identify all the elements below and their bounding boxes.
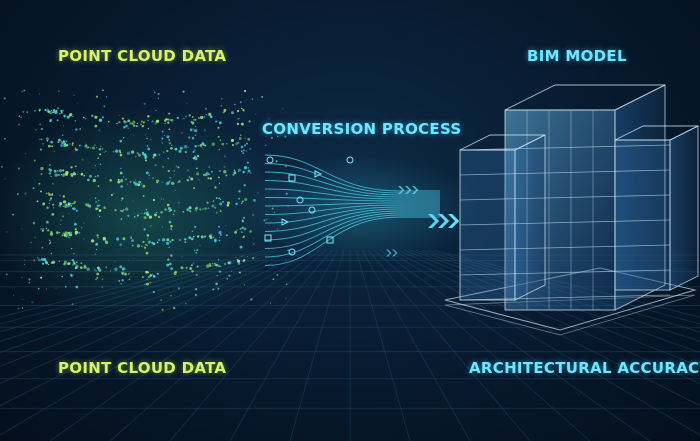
point-cloud-building [0, 89, 290, 311]
node-square-icon [288, 174, 296, 182]
conversion-flow-lines [264, 154, 440, 266]
chevron-right-icon [386, 186, 460, 257]
node-triangle-icon [281, 218, 290, 226]
flow-glow [240, 155, 480, 265]
node-circle-icon [288, 248, 296, 256]
architectural-accuracy-caption: ARCHITECTURAL ACCURACY [469, 359, 700, 377]
conversion-process-title: CONVERSION PROCESS [262, 120, 462, 138]
point-cloud-caption: POINT CLOUD DATA [58, 359, 227, 377]
node-triangle-icon [314, 170, 323, 178]
node-circle-icon [308, 206, 316, 214]
node-square-icon [326, 236, 334, 244]
point-cloud-title: POINT CLOUD DATA [58, 47, 227, 65]
node-circle-icon [296, 196, 304, 204]
point-cloud-glow [0, 105, 290, 325]
node-square-icon [264, 234, 272, 242]
bim-model-building [444, 84, 699, 336]
node-circle-icon [346, 156, 354, 164]
conversion-flow-nodes [264, 156, 354, 256]
node-circle-icon [266, 156, 274, 164]
bim-model-title: BIM MODEL [527, 47, 627, 65]
